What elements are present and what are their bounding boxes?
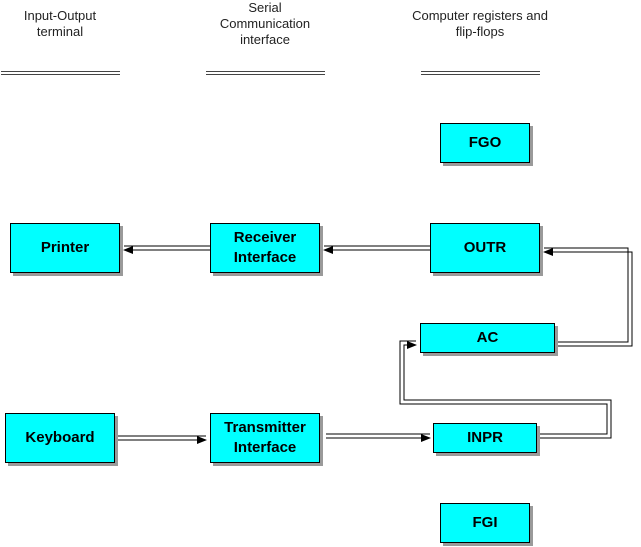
inpr-register: INPR bbox=[433, 423, 537, 453]
column-heading-terminal: Input-Output terminal bbox=[23, 8, 97, 39]
column-rule-registers bbox=[421, 71, 540, 75]
fgo-flag: FGO bbox=[440, 123, 530, 163]
column-rule-serial-interface bbox=[206, 71, 325, 75]
receiver-interface-block: Receiver Interface bbox=[210, 223, 320, 273]
column-heading-registers: Computer registers and flip-flops bbox=[412, 8, 548, 39]
fgi-flag: FGI bbox=[440, 503, 530, 543]
transmitter-interface-block: Transmitter Interface bbox=[210, 413, 320, 463]
arrow-keyboard-to-transmitter bbox=[116, 435, 207, 444]
arrow-inpr-to-ac bbox=[399, 340, 612, 439]
outr-register: OUTR bbox=[430, 223, 540, 273]
column-rule-terminal bbox=[1, 71, 120, 75]
arrow-transmitter-to-inpr bbox=[326, 433, 431, 442]
column-heading-serial-interface: Serial Communication interface bbox=[219, 0, 311, 47]
arrow-outr-to-receiver bbox=[323, 245, 430, 254]
ac-register: AC bbox=[420, 323, 555, 353]
printer-block: Printer bbox=[10, 223, 120, 273]
arrow-receiver-to-printer bbox=[123, 245, 210, 254]
arrow-ac-to-outr bbox=[543, 247, 633, 347]
keyboard-block: Keyboard bbox=[5, 413, 115, 463]
